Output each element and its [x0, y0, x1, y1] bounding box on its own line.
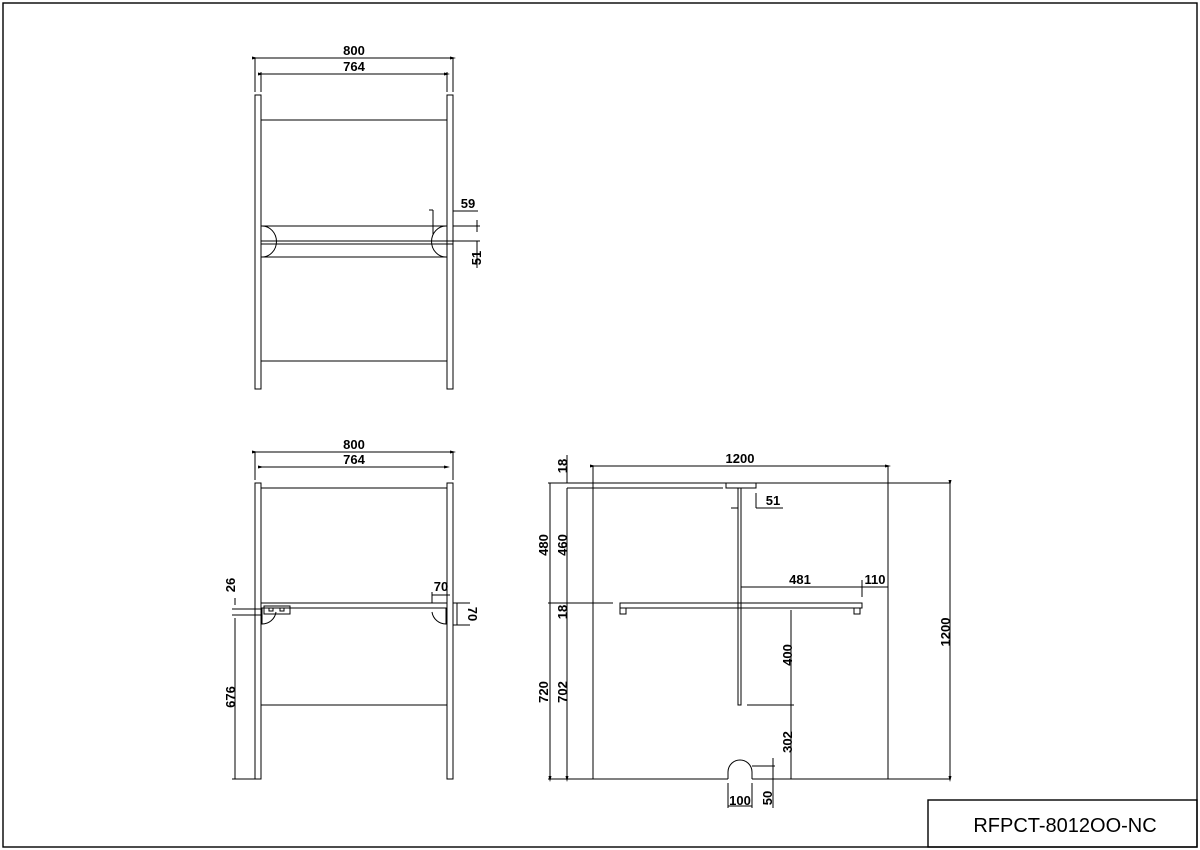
dim-51: 51: [766, 493, 780, 508]
dim-720: 720: [536, 681, 551, 703]
top-block: [725, 482, 757, 489]
dim-70-height: 70: [465, 607, 480, 621]
connector-block: [263, 605, 291, 615]
drawing-line: [446, 482, 454, 780]
left-side-panel: [254, 94, 262, 390]
right-side-panel: [446, 94, 454, 390]
dim-480: 480: [536, 534, 551, 556]
drawing-line: [254, 482, 262, 780]
center-pole: [737, 487, 742, 706]
dim-764: 764: [343, 59, 365, 74]
model-number: RFPCT-8012OO-NC: [973, 815, 1156, 837]
dim-676: 676: [223, 686, 238, 708]
front-view-top: 800 764 59 51: [252, 43, 484, 390]
dim-400: 400: [780, 644, 795, 666]
dim-18-shelf: 18: [555, 605, 570, 619]
dim-51: 51: [469, 251, 484, 265]
dim-59: 59: [461, 196, 475, 211]
dim-100: 100: [729, 793, 751, 808]
dim-1200-width: 1200: [726, 451, 755, 466]
front-view-bottom: 800 764 26 676 70 70: [223, 437, 480, 780]
dim-481: 481: [789, 572, 811, 587]
dim-800: 800: [343, 43, 365, 58]
dim-50: 50: [760, 791, 775, 805]
drawing-line: [927, 799, 1198, 848]
dim-18-top: 18: [555, 459, 570, 473]
dim-1200-height: 1200: [938, 618, 953, 647]
cable-cutout: [727, 759, 753, 779]
dim-302: 302: [780, 731, 795, 753]
drawing-line: [619, 607, 627, 615]
drawing-line: [279, 607, 285, 612]
dim-110: 110: [865, 572, 886, 587]
title-block: RFPCT-8012OO-NC: [927, 799, 1198, 848]
drawing-line: [853, 607, 861, 615]
dim-702: 702: [555, 681, 570, 703]
dim-764: 764: [343, 452, 365, 467]
side-view: 1200 51 481 110 400 302 100 50 18 480 46…: [536, 451, 953, 808]
dim-800: 800: [343, 437, 365, 452]
dim-70-width: 70: [434, 579, 448, 594]
middle-shelf: [619, 602, 863, 609]
dim-26: 26: [223, 578, 238, 592]
drawing-line: [268, 607, 274, 612]
dim-460: 460: [555, 534, 570, 556]
